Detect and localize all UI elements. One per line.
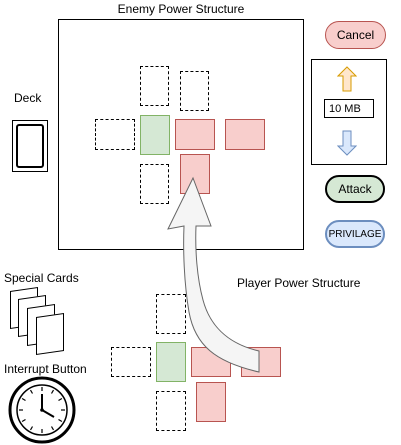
deck-pile[interactable] — [12, 120, 48, 172]
player-card-core[interactable] — [156, 342, 186, 382]
resource-panel: 10 MB — [311, 59, 387, 165]
enemy-card-core[interactable] — [140, 115, 170, 155]
deck-label: Deck — [14, 91, 42, 105]
arrow-up-icon[interactable] — [337, 66, 357, 92]
enemy-structure-title: Enemy Power Structure — [117, 2, 245, 16]
enemy-slot-left[interactable] — [95, 119, 135, 150]
privilage-button[interactable]: PRIVILAGE — [325, 220, 385, 248]
arrow-down-icon[interactable] — [337, 130, 357, 156]
enemy-card-right-1[interactable] — [175, 119, 215, 150]
special-cards-label: Special Cards — [4, 271, 79, 285]
clock-icon[interactable] — [8, 376, 76, 444]
cancel-button[interactable]: Cancel — [325, 21, 386, 49]
enemy-slot-bottom-left[interactable] — [140, 164, 169, 204]
attack-button[interactable]: Attack — [325, 175, 385, 203]
resource-value-field[interactable]: 10 MB — [324, 99, 374, 118]
interrupt-button-label: Interrupt Button — [4, 362, 87, 376]
player-slot-left[interactable] — [111, 347, 151, 377]
deck-card-back — [16, 124, 44, 168]
player-slot-bottom[interactable] — [156, 391, 186, 431]
player-card-bottom[interactable] — [196, 382, 226, 422]
player-structure-title: Player Power Structure — [237, 276, 361, 290]
player-slot-top[interactable] — [156, 294, 186, 334]
enemy-slot-top-left[interactable] — [140, 66, 169, 106]
enemy-slot-top-right[interactable] — [180, 71, 209, 111]
enemy-card-right-2[interactable] — [225, 119, 265, 150]
